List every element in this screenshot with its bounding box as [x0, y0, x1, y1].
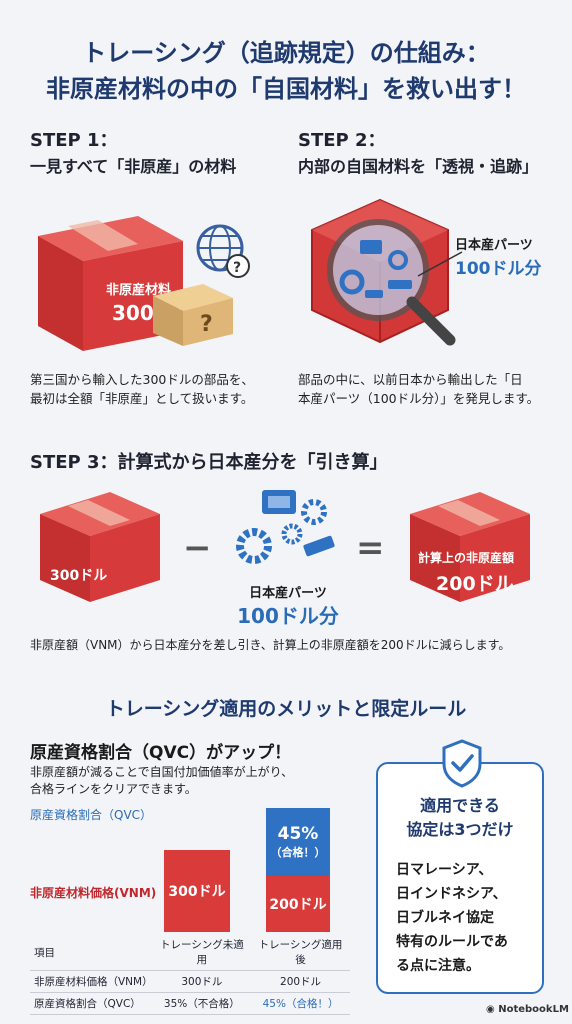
vnm-legend: 非原産材料価格(VNM) [30, 886, 157, 900]
bar-after-vnm-label: 200ドル [269, 897, 327, 913]
step1-caption-line2: 最初は全額「非原産」として扱います。 [30, 391, 254, 406]
rule-title-line2: 協定は3つだけ [406, 820, 514, 839]
step2-illustration [311, 198, 463, 346]
japan-parts-icon [236, 490, 335, 564]
table-cell: 35%（不合格） [152, 992, 252, 1015]
step2-heading: STEP 2： [298, 130, 386, 151]
step3-result-line2: 200ドル [436, 573, 514, 595]
rule-title-line1: 適用できる [420, 796, 500, 815]
table-header: トレーシング未適用 [152, 934, 252, 971]
rule-body-line: 日ブルネイ協定 [396, 910, 494, 926]
table-header-row: 項目 トレーシング未適用 トレーシング適用後 [30, 934, 350, 971]
step2-subheading: 内部の自国材料を「透視・追跡」 [298, 157, 539, 176]
bar-after-qvc: 45% （合格！） [266, 808, 330, 876]
qvc-axis-label: 原産資格割合（QVC） [30, 808, 153, 822]
step1-subheading: 一見すべて「非原産」の材料 [30, 157, 237, 176]
svg-text:?: ? [233, 260, 241, 276]
rule-body-line: 特有のルールであ [396, 934, 508, 950]
table-cell: 非原産材料価格（VNM） [30, 970, 153, 993]
rule-body-line: る点に注意。 [396, 958, 480, 974]
step3-parts-amount: 100ドル分 [237, 604, 339, 628]
red-box-left [38, 236, 83, 351]
table-row: 原産資格割合（QVC） 35%（不合格） 45%（合格！） [30, 992, 350, 1015]
gear-icon [236, 528, 272, 564]
step3-parts-label: 日本産パーツ [249, 586, 327, 601]
page-title-line1: トレーシング（追跡規定）の仕組み： [82, 39, 490, 67]
gear-icon [339, 269, 365, 295]
step3-caption: 非原産額（VNM）から日本産分を差し引き、計算上の非原産額を200ドルに減らしま… [30, 638, 511, 652]
step3-result-line1: 計算上の非原産額 [418, 550, 514, 565]
step2-caption-line2: 本産パーツ（100ドル分）」を発見します。 [298, 391, 540, 406]
bar-after-vnm: 200ドル [266, 876, 330, 932]
step1-illustration: 非原産材料 300ドル ? ? [38, 216, 250, 351]
question-circle-icon [226, 254, 250, 278]
step1-heading: STEP 1： [30, 130, 118, 151]
rule-body-line: 日マレーシア、 [396, 862, 493, 878]
brand-footer: ◉ NotebookLM [486, 1004, 569, 1015]
step3-left-cube: 300ドル [40, 492, 160, 602]
brand-label: NotebookLM [498, 1004, 569, 1015]
merit-title: トレーシング適用のメリットと限定ルール [105, 698, 467, 720]
shield-check-icon [442, 739, 482, 788]
table-header: 項目 [30, 934, 153, 971]
step3-left-cube-label: 300ドル [50, 568, 107, 584]
step2-caption-line1: 部品の中に、以前日本から輸出した「日 [298, 372, 523, 387]
bar-after-qvc-value: 45% [277, 824, 319, 844]
rule-body-line: 日インドネシア、 [396, 886, 507, 902]
rule-card [376, 762, 544, 994]
qvc-sub-line2: 合格ラインをクリアできます。 [30, 782, 197, 796]
bar-after-pass: （合格！） [270, 846, 326, 859]
table-cell: 300ドル [152, 970, 252, 993]
table-header: トレーシング適用後 [251, 934, 350, 971]
equals-sign: = [356, 528, 385, 568]
step1-cube-line1: 非原産材料 [106, 282, 171, 298]
table-cell: 原産資格割合（QVC） [30, 992, 153, 1015]
step3-result-cube: 計算上の非原産額 200ドル [410, 492, 530, 602]
bar-before-vnm: 300ドル [164, 850, 230, 932]
qvc-sub-line1: 非原産額が減ることで自国付加価値率が上がり、 [30, 765, 294, 779]
qvc-heading: 原産資格割合（QVC）がアップ！ [30, 743, 292, 763]
page-title-line2: 非原産材料の中の「自国材料」を救い出す！ [46, 75, 526, 103]
question-mark-icon: ? [200, 312, 213, 337]
step2-parts-label: 日本産パーツ [455, 238, 533, 253]
notebook-icon: ◉ [486, 1004, 499, 1015]
step2-parts-amount: 100ドル分 [455, 259, 542, 279]
step1-caption-line1: 第三国から輸入した300ドルの部品を、 [30, 372, 254, 387]
table-row: 非原産材料価格（VNM） 300ドル 200ドル [30, 970, 350, 993]
step3-heading: STEP 3：計算式から日本産分を「引き算」 [30, 452, 388, 473]
comparison-table: 項目 トレーシング未適用 トレーシング適用後 非原産材料価格（VNM） 300ド… [30, 934, 350, 1015]
bar-before-label: 300ドル [168, 884, 226, 900]
table-cell: 45%（合格！） [251, 992, 350, 1015]
table-cell: 200ドル [251, 970, 350, 993]
minus-sign: − [183, 528, 212, 568]
